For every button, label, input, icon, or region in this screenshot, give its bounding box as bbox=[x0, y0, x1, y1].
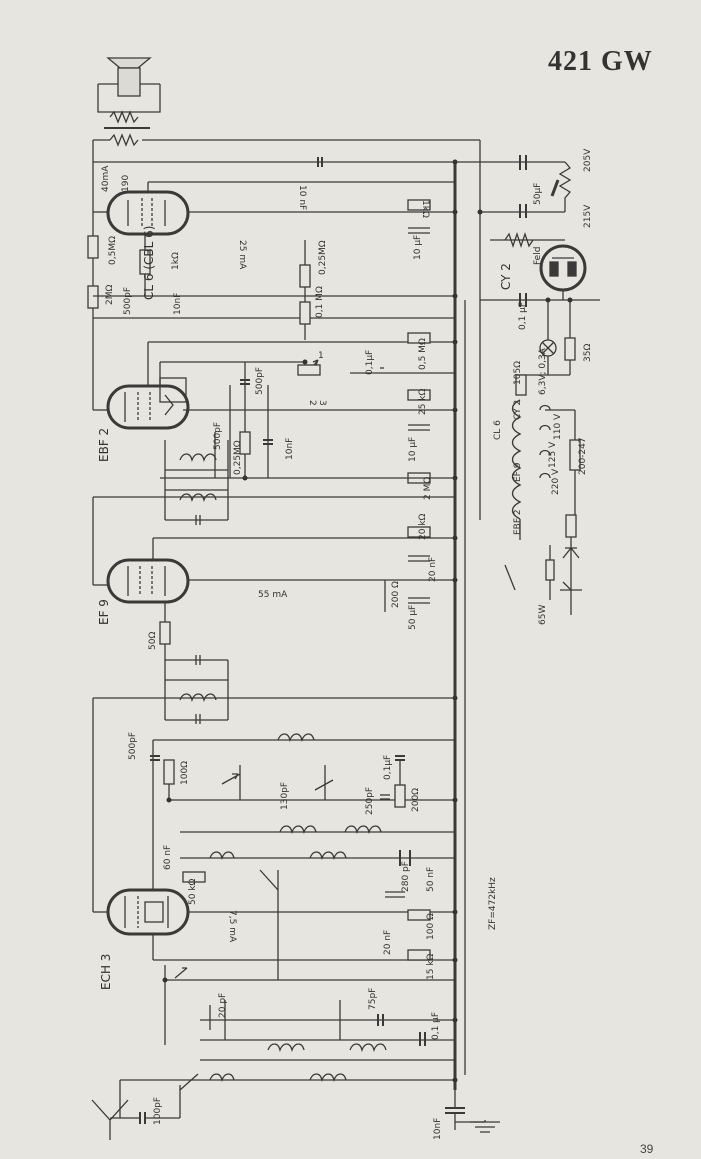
label-c-01uf-d: 0,1 µF bbox=[431, 1012, 441, 1040]
label-r-1k: 1kΩ bbox=[171, 252, 181, 270]
label-r-25k: 25 kΩ bbox=[418, 388, 428, 415]
label-220v: 220 V bbox=[551, 468, 561, 495]
label-r-200: 200 Ω bbox=[391, 581, 401, 608]
tube-label-ebf2: EBF 2 bbox=[97, 428, 111, 462]
speaker-icon bbox=[97, 57, 161, 113]
page-number: 39 bbox=[640, 1142, 654, 1156]
label-r-01m: 0,1 MΩ bbox=[315, 286, 325, 318]
label-r-105: 105Ω bbox=[513, 361, 523, 385]
label-c-130pf: 130pF bbox=[280, 782, 290, 810]
label-c-01uf-a: 0,1 µF bbox=[518, 302, 528, 330]
label-c-75pf: 75pF bbox=[368, 988, 378, 1010]
label-r-15k: 15 kΩ bbox=[426, 953, 436, 980]
label-fil-cl6: CL 6 bbox=[493, 420, 503, 440]
label-r-025m: 0,25MΩ bbox=[318, 240, 328, 275]
label-110v: 110 V bbox=[553, 413, 563, 440]
voltage-215: 215V bbox=[583, 204, 593, 228]
label-mains: 200-247 bbox=[578, 437, 588, 475]
label-c-20nf-b: 20 nF bbox=[383, 930, 393, 955]
label-r-50-cath: 50Ω bbox=[148, 632, 158, 650]
label-r-05m-b: 0,5 MΩ bbox=[418, 338, 428, 370]
label-c-50uf-b: 50 µF bbox=[408, 605, 418, 630]
tube-label-ef9: EF 9 bbox=[97, 599, 111, 625]
label-vol-2: 2 bbox=[307, 400, 317, 406]
label-c-20nf: 20 nF bbox=[428, 557, 438, 582]
label-c-10uf-b: 10 µF bbox=[408, 437, 418, 462]
label-c-500pf-b: 500pF bbox=[255, 367, 265, 395]
label-c-10uf-a: 10 µF bbox=[413, 235, 423, 260]
current-cl6: 40mA bbox=[101, 165, 111, 192]
label-r-200b: 200Ω bbox=[411, 788, 421, 812]
label-r-50k: 50 kΩ bbox=[188, 878, 198, 905]
tube-ech3 bbox=[106, 888, 190, 936]
label-power: 65W bbox=[538, 605, 548, 625]
tube-label-ech3: ECH 3 bbox=[99, 954, 113, 990]
tube-ef9 bbox=[106, 558, 190, 604]
current-25: 25 mA bbox=[237, 240, 247, 270]
label-r-20k: 20 kΩ bbox=[418, 513, 428, 540]
label-r-100: 100Ω bbox=[180, 761, 190, 785]
voltage-205: 205V bbox=[583, 148, 593, 172]
label-c-10nf-c: 10nF bbox=[433, 1118, 443, 1140]
tube-cy2 bbox=[539, 244, 587, 292]
label-lamp: 6,3V; 0,3A bbox=[538, 347, 548, 395]
label-c-500pf-d: 500pF bbox=[128, 732, 138, 760]
label-c-60nf: 60 nF bbox=[163, 845, 173, 870]
label-r-1k-a: 1kΩ bbox=[420, 200, 430, 218]
label-c-10nf: 10nF bbox=[173, 293, 183, 315]
label-c-10nf-b: 10nF bbox=[285, 438, 295, 460]
tube-label-cy2: CY 2 bbox=[499, 263, 513, 290]
label-vol-1: 1 bbox=[318, 351, 324, 361]
label-c-50uf: 50µF bbox=[533, 183, 543, 205]
label-r-025m-b: 0,25MΩ bbox=[233, 440, 243, 475]
output-transformer bbox=[92, 110, 480, 410]
label-r-2m-b: 2 MΩ bbox=[423, 477, 433, 500]
label-c-01uf-b: 0,1µF bbox=[365, 350, 375, 375]
label-c-500pf-c: 500pF bbox=[213, 422, 223, 450]
label-fil-cy2: CY 2 bbox=[513, 400, 523, 420]
label-vol-3: 3 bbox=[317, 400, 327, 406]
label-r-35: 35Ω bbox=[583, 344, 593, 362]
label-c-500pf: 500pF bbox=[123, 287, 133, 315]
current-55: 55 mA bbox=[258, 590, 288, 600]
label-c-01uf-c: 0,1µF bbox=[383, 755, 393, 780]
if-frequency: ZF=472kHz bbox=[488, 877, 498, 930]
label-c-10nf-top: 10 nF bbox=[297, 185, 307, 210]
label-c-50nf: 50 nF bbox=[426, 867, 436, 892]
page-title: 421 GW bbox=[548, 46, 653, 77]
label-r-2m: 2MΩ bbox=[105, 285, 115, 305]
label-fil-ebf2: EBF 2 bbox=[513, 509, 523, 535]
current-75: 7,5 mA bbox=[227, 910, 237, 943]
label-r-05m: 0,5MΩ bbox=[108, 236, 118, 265]
label-r-100b: 100 Ω bbox=[426, 913, 436, 940]
label-125v: 125 V bbox=[548, 441, 558, 468]
label-c-250pf: 250pF bbox=[365, 787, 375, 815]
label-field: Feld bbox=[533, 247, 543, 265]
label-c-280pf: 280 pF bbox=[401, 861, 411, 892]
voltage-190: 190 bbox=[121, 175, 131, 192]
tube-label-cl6: CL 6 (CBL 6) bbox=[142, 226, 156, 300]
label-c-20pf: 20 pF bbox=[218, 993, 228, 1018]
label-fil-ef9: EF 9 bbox=[513, 462, 523, 482]
label-c-100pf: 100pF bbox=[153, 1097, 163, 1125]
